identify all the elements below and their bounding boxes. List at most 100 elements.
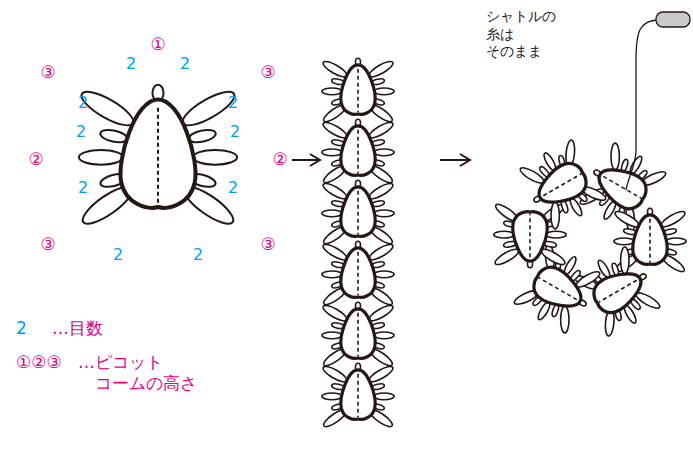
picot	[367, 364, 394, 385]
picot	[561, 306, 569, 333]
ring-leaf	[341, 126, 375, 175]
picot	[494, 231, 514, 238]
ring-leaf	[341, 370, 375, 419]
arrow-head	[310, 154, 320, 166]
picot	[659, 209, 686, 230]
picot-height-mark: ③	[40, 62, 55, 83]
tatting-motif	[321, 119, 395, 185]
tatting-motif	[516, 136, 610, 233]
picot	[321, 242, 348, 263]
tatting-motif	[321, 241, 395, 307]
tatting-motif	[570, 243, 664, 340]
arrow-head	[460, 154, 470, 166]
center-dashed-line	[543, 174, 581, 196]
flow-arrow	[440, 154, 470, 166]
arrow-shaft	[292, 159, 318, 161]
center-dashed-line	[357, 69, 359, 113]
picot	[666, 238, 686, 245]
picot	[374, 88, 394, 95]
center-dashed-line	[357, 313, 359, 357]
picot	[321, 120, 348, 141]
center-dashed-line	[157, 108, 159, 204]
ring-leaf	[341, 309, 375, 358]
picot	[374, 149, 394, 156]
picot	[79, 150, 123, 165]
ring-leaf	[513, 212, 547, 261]
picot	[367, 59, 394, 80]
stitch-count: 2	[126, 54, 136, 74]
center-dashed-line	[357, 374, 359, 418]
picot	[614, 238, 634, 245]
shuttle-note: シャトルの糸はそのまま	[486, 8, 556, 61]
picot	[367, 181, 394, 202]
picot	[367, 120, 394, 141]
ring-leaf	[341, 65, 375, 114]
center-dashed-line	[649, 219, 651, 263]
center-dashed-line	[357, 191, 359, 235]
stitch-count: 2	[78, 178, 88, 198]
tatting-motif	[321, 302, 395, 368]
picot	[621, 247, 629, 274]
picot-height-mark: ①	[150, 34, 165, 55]
ring-leaf	[341, 248, 375, 297]
picot	[322, 271, 342, 278]
legend-text: …目数	[52, 318, 103, 339]
legend-text: 2	[16, 318, 27, 339]
center-dashed-line	[599, 280, 637, 302]
tatting-motif	[321, 58, 395, 124]
tatting-motif	[77, 85, 238, 230]
picot	[179, 86, 239, 131]
picot-height-mark: ②	[272, 149, 287, 170]
picot	[322, 332, 342, 339]
stitch-count: 2	[193, 245, 203, 265]
picot	[374, 271, 394, 278]
picot-height-mark: ②	[28, 149, 43, 170]
picot	[322, 210, 342, 217]
stitch-count: 2	[228, 93, 238, 113]
picot	[321, 303, 348, 324]
picot	[193, 150, 237, 165]
stitch-count: 2	[228, 178, 238, 198]
picot	[611, 143, 619, 170]
ring-leaf	[341, 187, 375, 236]
tatting-motif	[321, 180, 395, 246]
arrow-shaft	[440, 159, 468, 161]
picot-height-mark: ③	[260, 62, 275, 83]
center-dashed-line	[529, 214, 531, 258]
stitch-count: 2	[113, 245, 123, 265]
picot	[374, 393, 394, 400]
picot-height-mark: ③	[40, 234, 55, 255]
stitch-count: 2	[180, 54, 190, 74]
ring-leaf	[531, 158, 591, 212]
center-dashed-line	[603, 176, 641, 198]
picot	[321, 181, 348, 202]
ring-leaf	[633, 215, 667, 264]
picot	[321, 364, 348, 385]
stitch-count: 2	[78, 93, 88, 113]
center-dashed-line	[357, 130, 359, 174]
picot-height-mark: ③	[260, 234, 275, 255]
ring-leaf	[529, 262, 589, 316]
center-dashed-line	[357, 252, 359, 296]
picot	[367, 303, 394, 324]
stitch-count: 2	[230, 122, 240, 142]
ring-leaf	[120, 99, 195, 207]
picot	[322, 393, 342, 400]
picot	[367, 242, 394, 263]
picot	[374, 332, 394, 339]
picot	[546, 231, 566, 238]
picot	[77, 86, 137, 131]
legend-text: …ピコットコームの高さ	[78, 352, 197, 395]
center-dashed-line	[539, 278, 577, 300]
picot	[322, 149, 342, 156]
tatting-motif	[493, 202, 567, 268]
shuttle	[656, 12, 690, 27]
flow-arrow	[292, 154, 320, 166]
picot	[374, 210, 394, 217]
picot	[322, 88, 342, 95]
tatting-motif	[613, 208, 687, 274]
picot	[551, 202, 559, 229]
tatting-motif	[321, 363, 395, 429]
legend-text: ①②③	[16, 352, 62, 373]
stitch-count: 2	[76, 122, 86, 142]
